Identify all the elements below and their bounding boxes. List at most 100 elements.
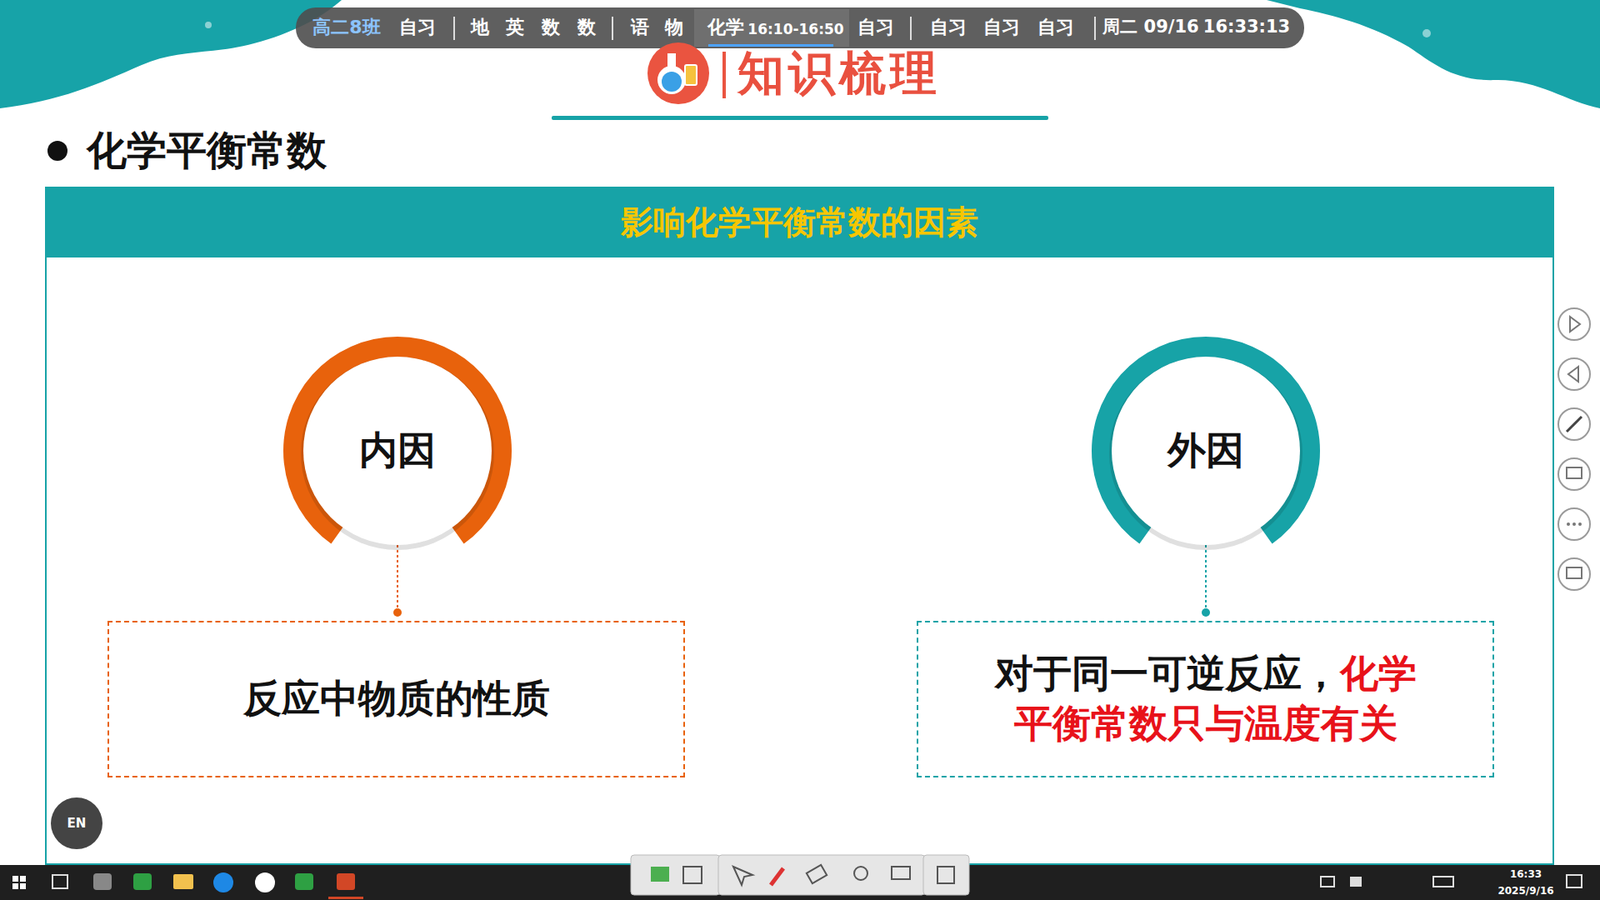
pen-icon xyxy=(770,868,784,885)
schedule-item: 自习 xyxy=(930,16,967,39)
dotted-connector xyxy=(396,545,399,613)
folder-icon xyxy=(173,874,194,890)
browser-icon xyxy=(213,872,234,893)
tool-button xyxy=(1558,358,1590,390)
flask-neck xyxy=(667,53,676,69)
factor-circle: 内因 xyxy=(303,356,492,545)
factor-circle: 外因 xyxy=(1111,356,1300,545)
tool-button xyxy=(1558,408,1590,440)
factor-panel: 影响化学平衡常数的因素内因反应中物质的性质 外因对于同一可逆反应，化学平衡常数只与… xyxy=(45,186,1555,865)
keyboard-icon xyxy=(1433,876,1454,887)
body-text: 反应中物质的性质 xyxy=(243,675,550,721)
next-icon xyxy=(1570,316,1580,332)
title-underline xyxy=(551,115,1049,120)
screen-icon xyxy=(1566,467,1582,479)
separator xyxy=(611,16,614,40)
dotted-connector xyxy=(1205,545,1207,613)
beaker-icon xyxy=(685,65,697,85)
box-text: 对于同一可逆反应，化学平衡常数只与温度有关 xyxy=(980,649,1431,750)
input-label: EN xyxy=(67,815,87,831)
current-slot xyxy=(694,9,850,47)
class-name: 高二8班 xyxy=(312,16,380,39)
chat-icon xyxy=(255,872,275,893)
process-box: 反应中物质的性质 xyxy=(107,620,685,778)
exit-icon xyxy=(1566,567,1582,579)
body-text: 对于同一可逆反应， xyxy=(995,650,1340,696)
circle-face xyxy=(1111,356,1300,545)
circle-label: 内因 xyxy=(359,427,436,474)
taskbar-date: 2025/9/16 xyxy=(1497,885,1554,897)
dot xyxy=(1572,522,1576,526)
active-mark xyxy=(328,896,364,900)
taskbar-icons xyxy=(12,872,1582,900)
circle-shadow xyxy=(300,356,495,550)
current-time: 16:10-16:50 xyxy=(747,20,844,38)
circle-group xyxy=(283,336,512,550)
tray-icon xyxy=(1320,876,1335,887)
separators xyxy=(454,16,1095,40)
schedule-item: 数 xyxy=(577,16,596,39)
tool-button xyxy=(1558,308,1590,340)
circle-text-holder: 外因 xyxy=(1111,356,1300,545)
tray-icon xyxy=(1350,876,1362,887)
title-icon xyxy=(647,42,710,105)
section-heading: 化学平衡常数 xyxy=(86,126,327,175)
side-toolbar xyxy=(1558,308,1590,590)
dot xyxy=(205,21,212,29)
schedule-item: 语 xyxy=(630,16,650,39)
cursor-icon xyxy=(733,866,753,885)
wave-left xyxy=(0,0,342,109)
circle-face xyxy=(303,356,492,545)
schedule-bar xyxy=(295,7,1305,49)
taskbar-time: 16:33 xyxy=(1510,868,1542,880)
schedule-item: 英 xyxy=(505,16,525,39)
connector-dot xyxy=(1201,608,1210,617)
more-icon xyxy=(1566,522,1582,526)
prev-icon xyxy=(1568,366,1579,382)
pen-icon xyxy=(1566,416,1582,432)
circle-group xyxy=(1091,336,1320,550)
circle-text-holder: 内因 xyxy=(303,356,492,545)
schedule-item: 自习 xyxy=(857,16,895,39)
close-icon xyxy=(937,866,955,884)
slides-icon xyxy=(336,873,355,890)
app-icon xyxy=(93,873,112,890)
wave-right xyxy=(1266,0,1600,109)
edge-group xyxy=(1201,545,1210,617)
process-box: 对于同一可逆反应，化学平衡常数只与温度有关 xyxy=(916,620,1495,778)
dot xyxy=(1578,522,1582,526)
schedule-item: 地 xyxy=(470,16,490,39)
header-band: 影响化学平衡常数的因素 xyxy=(46,188,1553,258)
separator xyxy=(910,16,912,40)
title-bar xyxy=(722,51,726,99)
grid-icon xyxy=(683,866,702,884)
dot xyxy=(1422,29,1431,38)
input-badge xyxy=(50,797,103,850)
edge-group xyxy=(393,545,402,617)
tool-group xyxy=(630,855,720,895)
current-subject: 化学 xyxy=(707,16,745,39)
tool-button xyxy=(1558,558,1590,590)
clock-label: 16:33:13 xyxy=(1203,16,1290,38)
start-icon xyxy=(12,883,19,890)
separator xyxy=(1094,16,1096,40)
board-icon xyxy=(891,866,910,880)
app-icon xyxy=(295,873,314,890)
app-icon xyxy=(133,873,152,890)
eraser-icon xyxy=(806,865,827,884)
flask-liquid xyxy=(661,71,682,92)
box-text: 反应中物质的性质 xyxy=(243,674,550,725)
circle-shadow xyxy=(1109,356,1303,550)
schedule-item: 物 xyxy=(665,16,684,39)
tool-button xyxy=(1558,508,1590,540)
schedule-item: 自习 xyxy=(983,16,1020,39)
slide-title: 知识梳理 xyxy=(737,45,941,101)
schedule-item: 数 xyxy=(541,16,560,39)
circle-label: 外因 xyxy=(1167,427,1245,474)
dot xyxy=(1566,522,1570,526)
schedule-item: 自习 xyxy=(1037,16,1075,39)
start-icon xyxy=(20,875,26,882)
separator xyxy=(453,16,455,40)
